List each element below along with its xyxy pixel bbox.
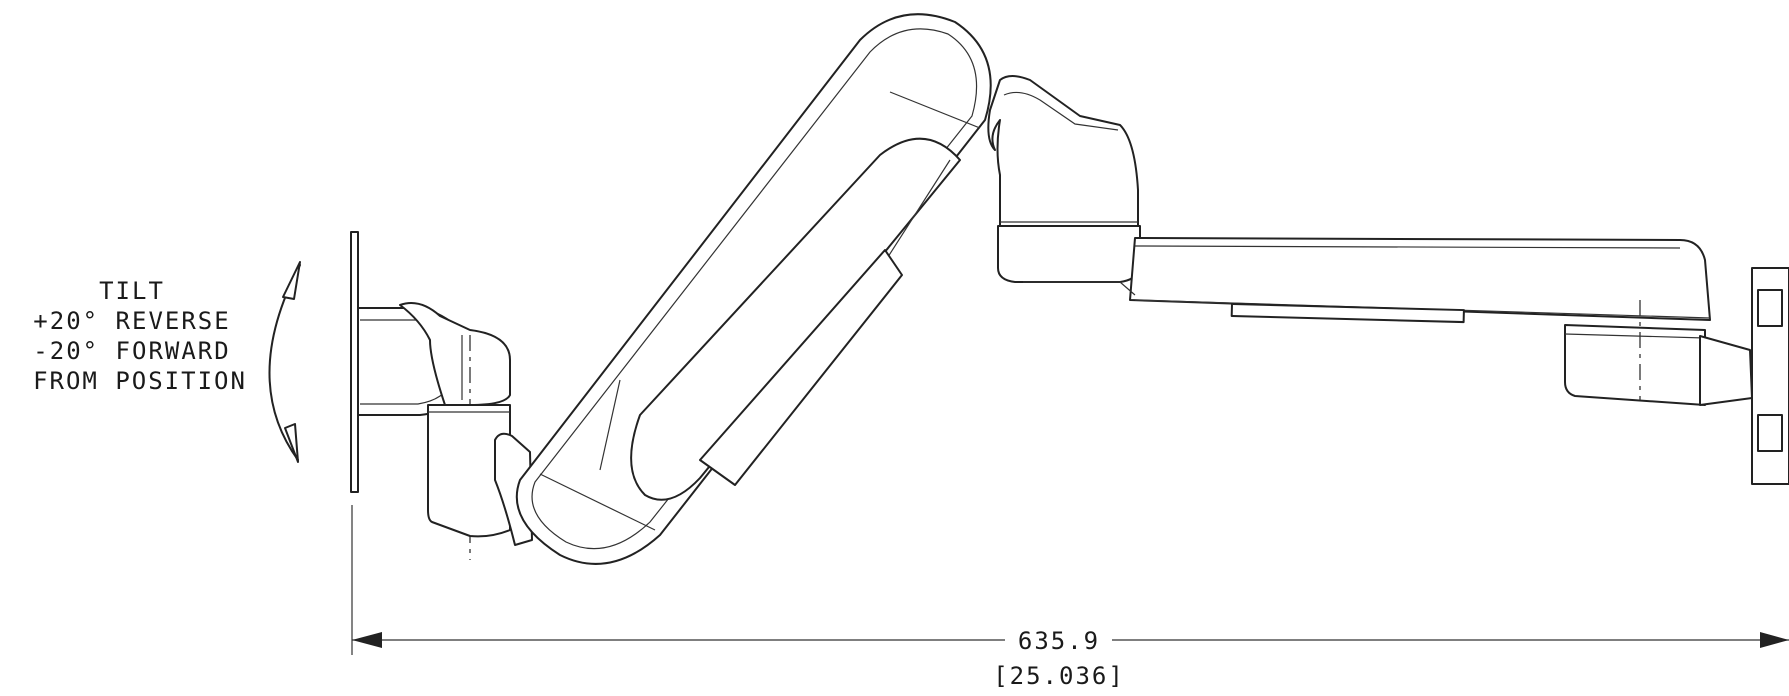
elbow-joint: [987, 75, 1141, 283]
diagonal-arm: [515, 13, 992, 565]
overall-dimension: 635.9 [25.036]: [351, 505, 1789, 690]
dimension-value-mm: 635.9: [1018, 627, 1100, 655]
tilt-head: [357, 302, 533, 560]
tilt-note-line-4: FROM POSITION: [33, 367, 247, 395]
dimension-value-in: [25.036]: [993, 662, 1125, 690]
tilt-arc-arrow: [268, 261, 301, 463]
mount-bracket-right: [1751, 267, 1789, 485]
horizontal-arm: [1023, 237, 1753, 406]
tilt-note: TILT +20° REVERSE -20° FORWARD FROM POSI…: [33, 277, 247, 395]
mount-plate-left: [350, 231, 359, 493]
tilt-note-line-2: +20° REVERSE: [33, 307, 230, 335]
tilt-note-line-1: TILT: [99, 277, 165, 305]
tilt-note-line-3: -20° FORWARD: [33, 337, 230, 365]
